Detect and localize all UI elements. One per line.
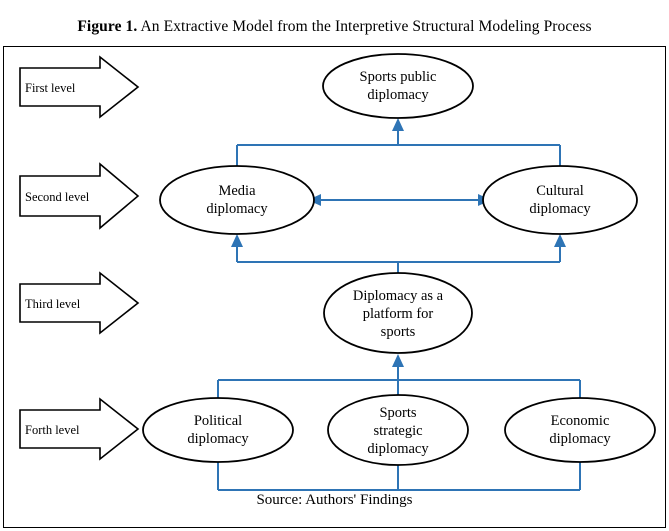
- arrowhead-to-sports-public: [392, 118, 404, 131]
- node-media-diplomacy-line2: diplomacy: [206, 201, 268, 217]
- arrowhead-to-platform: [392, 354, 404, 367]
- node-sports-strategic-diplomacy-line2: strategic: [373, 423, 422, 439]
- level-arrow-second[interactable]: [19, 162, 140, 230]
- node-political-diplomacy-line2: diplomacy: [187, 431, 249, 447]
- node-media-diplomacy-line1: Media: [218, 183, 256, 199]
- node-diplomacy-platform-line1: Diplomacy as a: [353, 288, 444, 304]
- node-diplomacy-platform-line3: sports: [381, 324, 416, 340]
- node-economic-diplomacy-line1: Economic: [551, 413, 610, 429]
- node-political-diplomacy[interactable]: [142, 397, 294, 463]
- node-economic-diplomacy-line2: diplomacy: [549, 431, 611, 447]
- node-diplomacy-platform-line2: platform for: [363, 306, 434, 322]
- level-arrow-third-label: Third level: [25, 297, 81, 311]
- figure-border: [3, 46, 666, 528]
- level-arrow-first[interactable]: [19, 55, 140, 119]
- level-arrow-first-label: First level: [25, 81, 76, 95]
- figure-caption-label: Figure 1.: [77, 18, 138, 35]
- node-sports-public-diplomacy-line2: diplomacy: [367, 87, 429, 103]
- arrowhead-to-media-from-third: [231, 234, 243, 247]
- node-labels: Sports public diplomacy Media diplomacy …: [187, 69, 611, 457]
- level-arrow-fourth[interactable]: [19, 397, 140, 461]
- node-economic-diplomacy[interactable]: [504, 397, 656, 463]
- node-political-diplomacy-line1: Political: [194, 413, 242, 429]
- figure-caption-text: An Extractive Model from the Interpretiv…: [137, 18, 592, 35]
- node-sports-public-diplomacy[interactable]: [322, 53, 474, 119]
- node-cultural-diplomacy-line1: Cultural: [536, 183, 584, 199]
- figure-caption: Figure 1. An Extractive Model from the I…: [0, 18, 669, 36]
- level-arrow-third[interactable]: [19, 271, 140, 335]
- level-arrows: [19, 55, 140, 461]
- level-arrow-second-label: Second level: [25, 190, 90, 204]
- node-media-diplomacy[interactable]: [159, 165, 315, 235]
- figure-source: Source: Authors' Findings: [256, 492, 413, 508]
- node-cultural-diplomacy-line2: diplomacy: [529, 201, 591, 217]
- level-arrow-fourth-label: Forth level: [25, 423, 80, 437]
- node-diplomacy-platform[interactable]: [323, 272, 473, 354]
- node-sports-strategic-diplomacy-line1: Sports: [379, 405, 416, 421]
- diagram-nodes: [142, 53, 656, 466]
- node-sports-strategic-diplomacy[interactable]: [327, 394, 469, 466]
- node-sports-strategic-diplomacy-line3: diplomacy: [367, 441, 429, 457]
- node-cultural-diplomacy[interactable]: [482, 165, 638, 235]
- arrowhead-to-cultural-from-third: [554, 234, 566, 247]
- node-sports-public-diplomacy-line1: Sports public: [360, 69, 437, 85]
